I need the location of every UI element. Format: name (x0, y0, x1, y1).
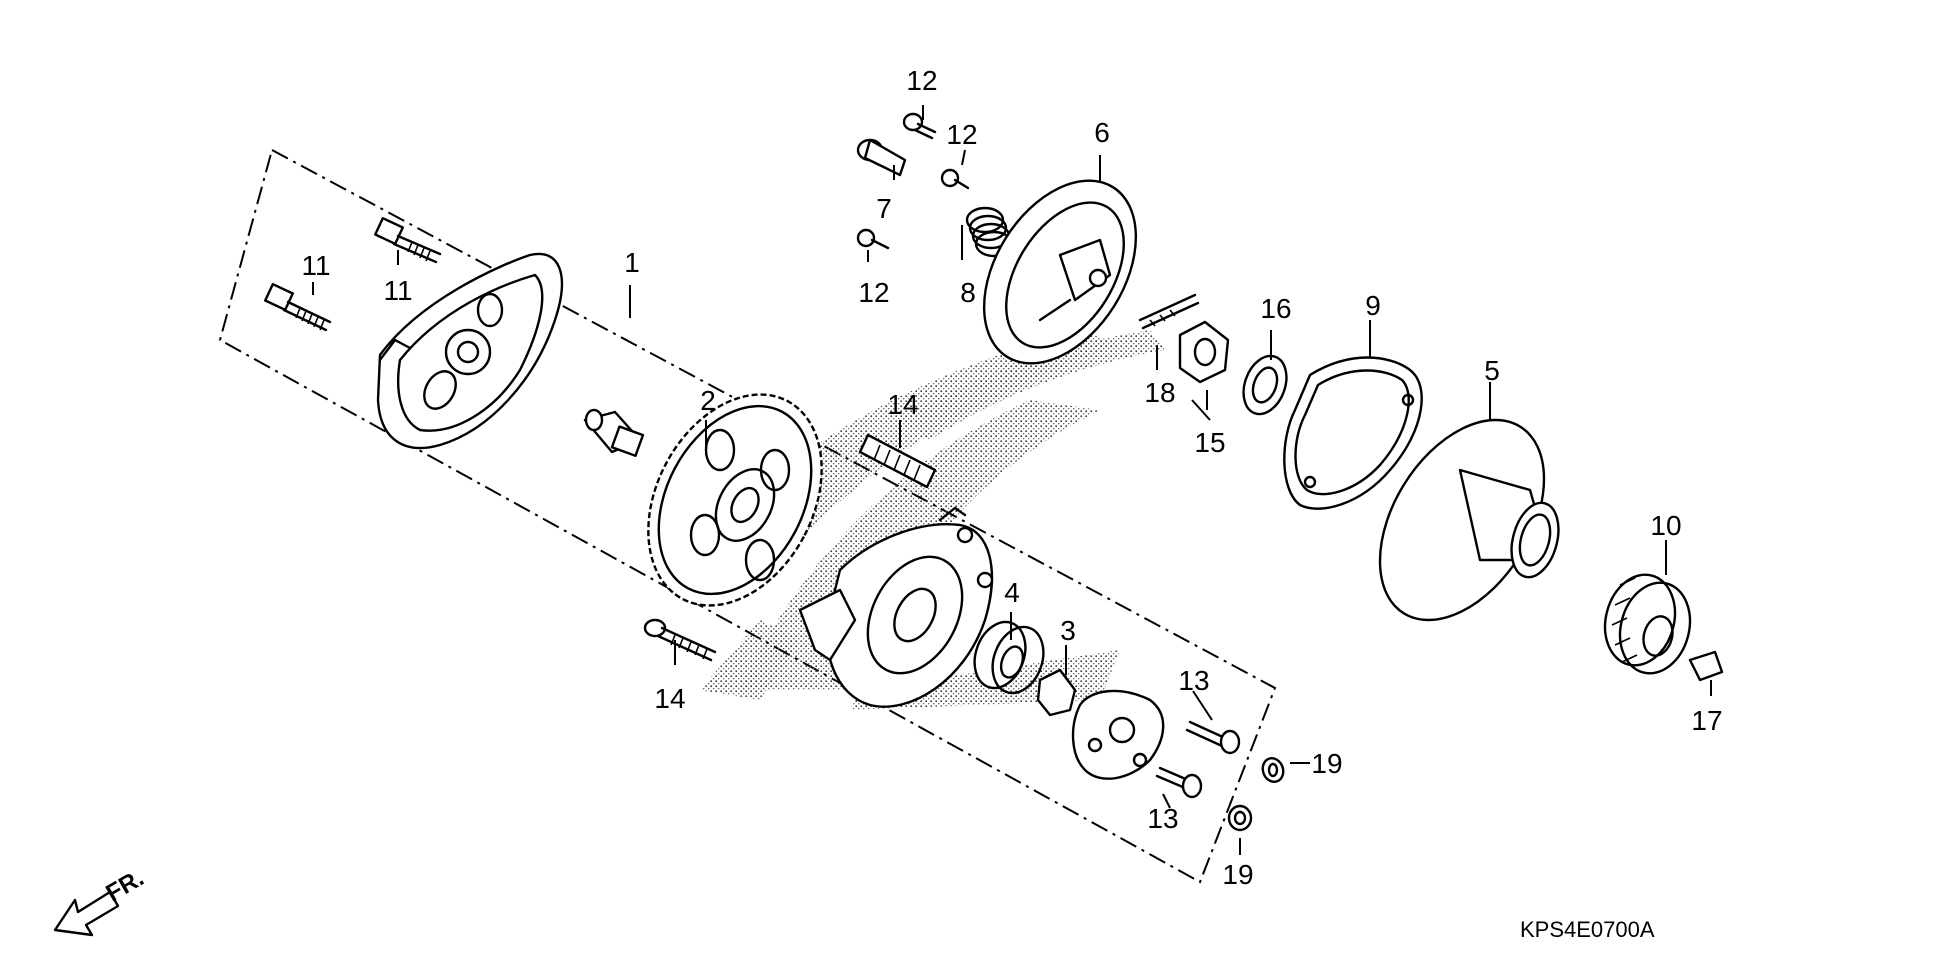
diagram-code: KPS4E0700A (1520, 917, 1655, 942)
callout-12a: 12 (906, 65, 937, 96)
callout-6: 6 (1094, 117, 1110, 148)
washer-part-19b (1227, 804, 1253, 832)
washer-part-19a (1261, 757, 1285, 783)
callout-12b: 12 (946, 119, 977, 150)
bolt-part-13a (1185, 720, 1241, 755)
nut-part-15 (1178, 320, 1230, 384)
callout-12c: 12 (858, 277, 889, 308)
callout-5: 5 (1484, 355, 1500, 386)
callout-2: 2 (700, 385, 716, 416)
callout-11b: 11 (383, 275, 412, 306)
screw-part-12c (856, 228, 890, 250)
callout-7: 7 (876, 193, 892, 224)
gear-part-10 (1603, 573, 1692, 675)
pump-cover-part-1 (376, 252, 563, 450)
callout-19a: 19 (1311, 748, 1342, 779)
callout-13a: 13 (1178, 665, 1209, 696)
bolt-part-14-lower (643, 618, 717, 662)
spring-part-8 (965, 206, 1014, 258)
callout-19b: 19 (1222, 859, 1253, 890)
driven-sprocket-part-2 (647, 393, 823, 607)
callout-1: 1 (624, 247, 640, 278)
callout-4: 4 (1004, 577, 1020, 608)
callout-14b: 14 (654, 683, 685, 714)
callout-14a: 14 (887, 389, 918, 420)
clip-part-18 (1138, 293, 1200, 330)
dowel-part-14-upper (858, 433, 937, 489)
washer-part-16 (1242, 354, 1288, 416)
bolt-part-11a (264, 282, 332, 332)
leader-lines (312, 105, 1712, 855)
screw-part-12b (940, 168, 970, 190)
pin-part-7 (856, 138, 907, 177)
front-direction-arrow: FR. (53, 864, 148, 937)
screw-part-12a (902, 112, 937, 140)
dowel-pin (583, 408, 645, 457)
gasket-part-9 (1283, 356, 1423, 510)
key-part-17 (1688, 650, 1724, 682)
pump-plate (1071, 689, 1165, 780)
flange-part-5 (1378, 418, 1560, 622)
callout-18: 18 (1144, 377, 1175, 408)
callout-8: 8 (960, 277, 976, 308)
callout-16: 16 (1260, 293, 1291, 324)
callout-13b: 13 (1147, 803, 1178, 834)
assembly-boundary (218, 148, 1277, 884)
callout-15: 15 (1194, 427, 1225, 458)
callout-10: 10 (1650, 510, 1681, 541)
callout-3: 3 (1060, 615, 1076, 646)
bolt-part-11b (374, 216, 442, 264)
coupler-part-3 (1036, 668, 1077, 717)
bolt-part-13b (1155, 766, 1203, 799)
oil-pump-body (798, 506, 994, 708)
housing-part-6 (982, 179, 1138, 365)
callout-9: 9 (1365, 290, 1381, 321)
callout-17: 17 (1691, 705, 1722, 736)
callout-11a: 11 (301, 250, 330, 281)
